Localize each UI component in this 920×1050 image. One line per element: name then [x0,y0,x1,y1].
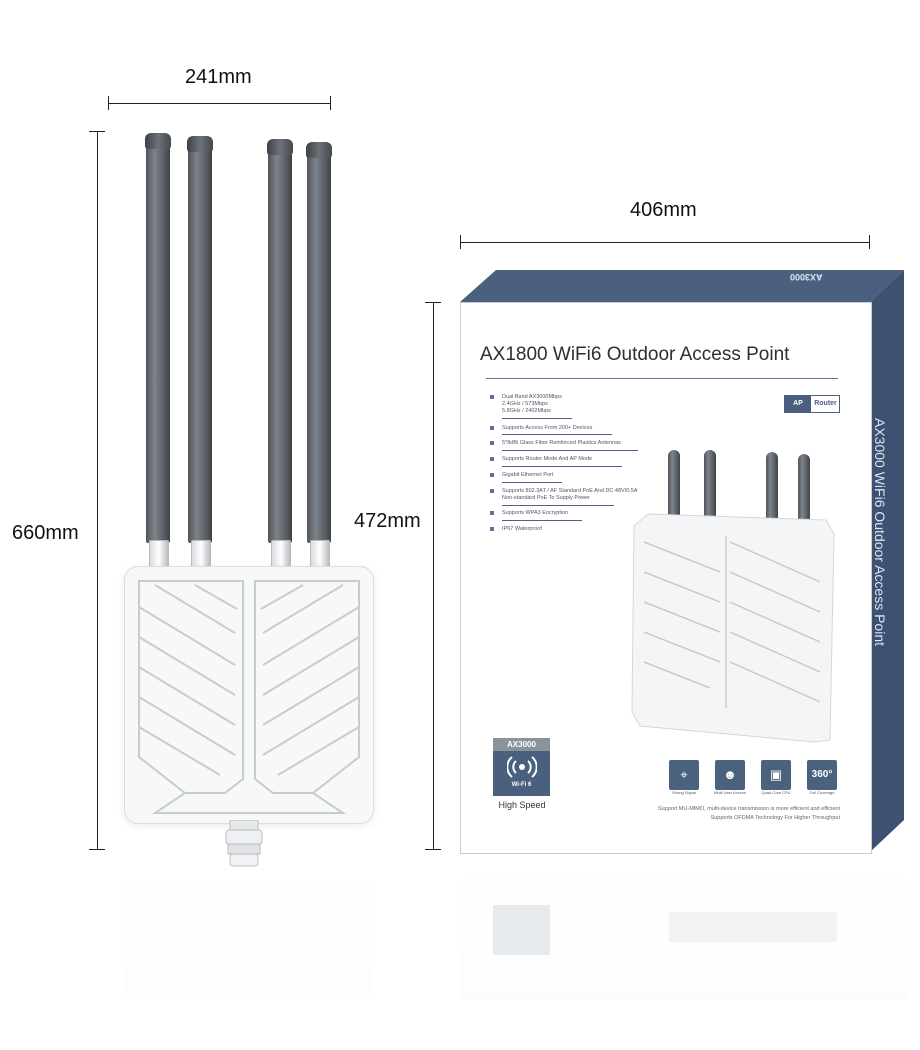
device-width-tick-right [330,96,331,110]
feature-item: Supports 802.3AT / AF Standard PoE And D… [490,488,638,502]
feature-underline [502,434,612,435]
chip-icon: ▣ [761,760,791,790]
box-product-image [631,513,835,743]
box-reflection-blocks [493,905,550,955]
antenna-collar-3 [271,540,291,568]
feature-item: IP67 Waterproof [490,526,542,533]
device-height-line [97,131,98,849]
icon-caption: Strong Signal [671,790,696,795]
feature-underline [502,450,638,451]
icon-caption: Quad Core CPU [761,790,791,795]
box-width-tick-left [460,235,461,249]
device-width-label: 241mm [185,66,252,88]
feature-underline [502,418,572,419]
feature-item: Supports Access From 200+ Devices [490,425,592,432]
device-width-tick-left [108,96,109,110]
access-point-device [124,566,374,824]
mode-router-label: Router [814,400,837,407]
antenna-1 [145,133,171,543]
box-title: AX1800 WiFi6 Outdoor Access Point [480,344,790,365]
wifi6-badge-top: AX3000 [493,738,550,751]
box-height-line [433,302,434,850]
mode-toggle: AP Router [784,395,840,413]
wifi-icon [507,756,537,778]
box-footnote-2: Supports OFDMA Technology For Higher Thr… [710,815,840,821]
icon-caption: Full Coverage [809,790,835,795]
device-height-tick-bottom [89,849,105,850]
feature-item: Supports WPA3 Encryption [490,510,568,517]
mode-ap-label: AP [785,396,811,412]
icon-caption: Multi User Access [714,790,746,795]
box-width-line [460,242,870,243]
feature-item: Supports Router Mode And AP Mode [490,456,592,463]
box-width-label: 406mm [630,199,697,221]
chevron-panel-pattern [138,580,360,814]
antenna-collar-1 [149,540,169,568]
feature-item: 5*8dBi Glass Fiber Reinforced Plastics A… [490,440,621,447]
device-width-line [108,103,330,104]
feature-item: Gigabit Ethernet Port [490,472,553,479]
box-product-antenna [798,454,810,534]
antenna-4 [306,142,332,543]
users-icon: ☻ [715,760,745,790]
antenna-collar-4 [310,540,330,568]
device-height-tick-top [89,131,105,132]
feature-underline [502,482,562,483]
box-height-tick-bottom [425,849,441,850]
antenna-icon: ⌖ [669,760,699,790]
box-product-antenna [704,450,716,530]
box-footnote-1: Support MU-MIMO, multi-device transmissi… [658,806,840,812]
box-width-tick-right [869,235,870,249]
title-underline [486,378,838,379]
box-3d-shape [460,270,904,852]
device-reflection [124,860,372,1000]
antenna-2 [187,136,213,543]
wifi6-caption: High Speed [498,800,546,810]
box-spine-text: AX3000 WiFi6 Outdoor Access Point [872,418,888,646]
box-product-antenna [766,452,778,532]
feature-underline [502,505,614,506]
antenna-3 [267,139,293,543]
device-height-label: 660mm [12,522,79,544]
box-height-label: 472mm [354,510,421,532]
antenna-collar-2 [191,540,211,568]
cable-gland [225,820,263,867]
feature-underline [502,520,582,521]
wifi6-badge: AX3000 Wi-Fi 6 [493,738,550,796]
box-height-tick-top [425,302,441,303]
box-product-antenna [668,450,680,530]
wifi6-badge-bottom: Wi-Fi 6 [511,782,532,788]
box-top-text: AX3000 [790,272,823,282]
coverage-icon: 360° [807,760,837,790]
box-reflection-blocks [669,912,837,942]
feature-underline [502,466,622,467]
